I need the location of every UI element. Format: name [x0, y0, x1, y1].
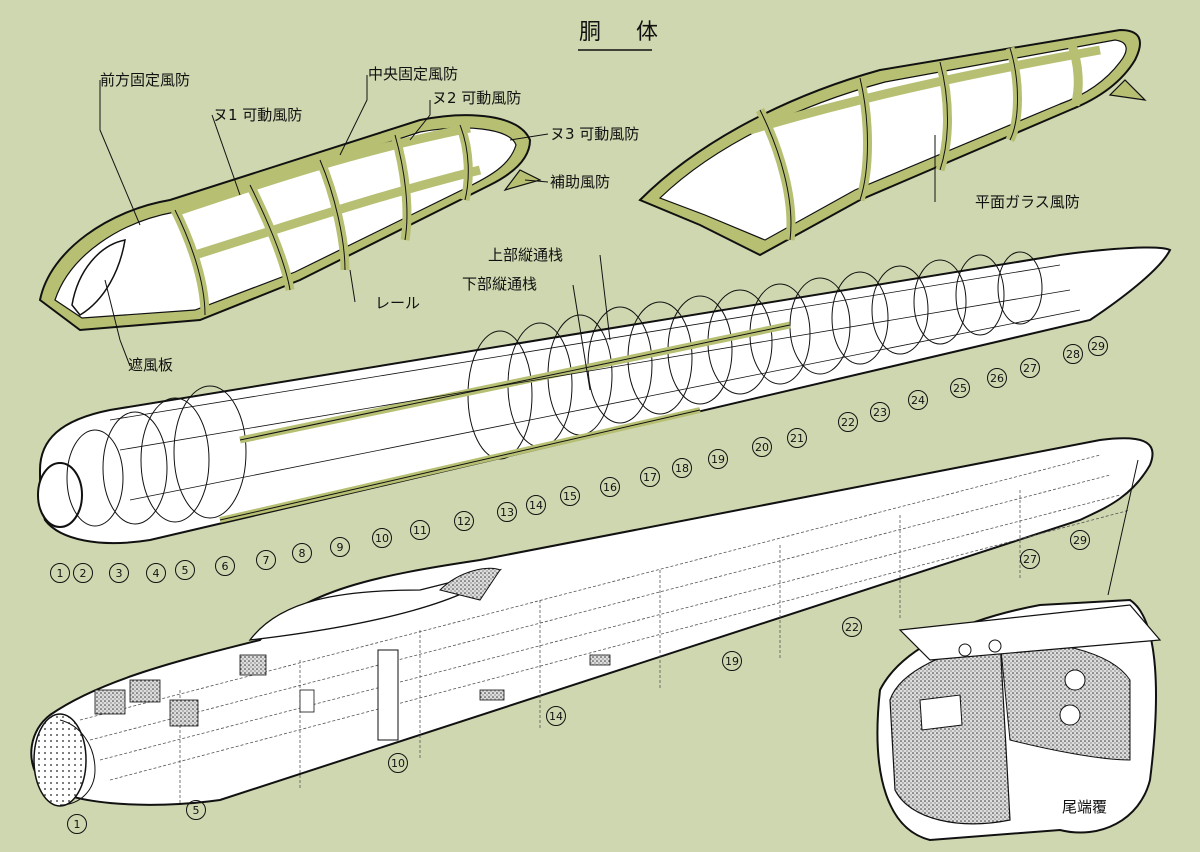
label-flat-glass: 平面ガラス風防 [975, 193, 1080, 211]
skin-frame-number: 10 [388, 753, 408, 773]
skin-frame-number: 14 [546, 706, 566, 726]
frame-number: 3 [109, 563, 129, 583]
skin-frame-number: 19 [722, 651, 742, 671]
frame-number: 11 [410, 520, 430, 540]
frame-number: 22 [838, 412, 858, 432]
frame-number: 13 [497, 502, 517, 522]
label-tail-cover: 尾端覆 [1062, 798, 1108, 816]
frame-number: 14 [526, 495, 546, 515]
skin-frame-number: 22 [842, 617, 862, 637]
frame-number: 15 [560, 486, 580, 506]
fuselage-frame [37, 246, 1172, 545]
frame-number: 27 [1020, 358, 1040, 378]
frame-number: 2 [73, 563, 93, 583]
frame-number: 18 [672, 458, 692, 478]
tail-cone-detail [876, 598, 1162, 842]
label-lower-stringer: 下部縦通栈 [462, 275, 538, 293]
skin-frame-number: 1 [67, 814, 87, 834]
frame-number: 5 [175, 560, 195, 580]
frame-number: 23 [870, 402, 890, 422]
label-rail: レール [375, 294, 421, 312]
label-shield-plate: 遮風板 [128, 356, 174, 374]
label-front-windshield: 前方固定風防 [100, 71, 191, 89]
frame-number: 8 [292, 543, 312, 563]
frame-number: 12 [454, 511, 474, 531]
frame-number: 20 [752, 437, 772, 457]
frame-number: 21 [787, 428, 807, 448]
label-movable-2: ヌ2 可動風防 [432, 89, 522, 107]
label-aux-windshield: 補助風防 [550, 173, 611, 191]
canopy-left [38, 114, 542, 332]
label-center-windshield: 中央固定風防 [368, 65, 459, 83]
frame-number: 6 [215, 556, 235, 576]
page-title: 胴 体 [579, 20, 672, 45]
frame-number: 16 [600, 477, 620, 497]
skin-frame-number: 27 [1020, 549, 1040, 569]
frame-number: 10 [372, 528, 392, 548]
frame-number: 9 [330, 537, 350, 557]
frame-number: 7 [256, 550, 276, 570]
frame-number: 28 [1063, 344, 1083, 364]
label-movable-3: ヌ3 可動風防 [550, 125, 640, 143]
frame-number: 25 [950, 378, 970, 398]
label-upper-stringer: 上部縦通栈 [488, 246, 564, 264]
frame-number: 19 [708, 449, 728, 469]
frame-number: 24 [908, 390, 928, 410]
frame-number: 4 [146, 563, 166, 583]
label-movable-1: ヌ1 可動風防 [213, 106, 303, 124]
skin-frame-number: 29 [1070, 530, 1090, 550]
frame-number: 1 [50, 563, 70, 583]
skin-frame-number: 5 [186, 800, 206, 820]
canopy-right [638, 28, 1147, 257]
frame-number: 29 [1088, 336, 1108, 356]
fuselage-skin [30, 437, 1154, 807]
frame-number: 17 [640, 467, 660, 487]
frame-number: 26 [987, 368, 1007, 388]
